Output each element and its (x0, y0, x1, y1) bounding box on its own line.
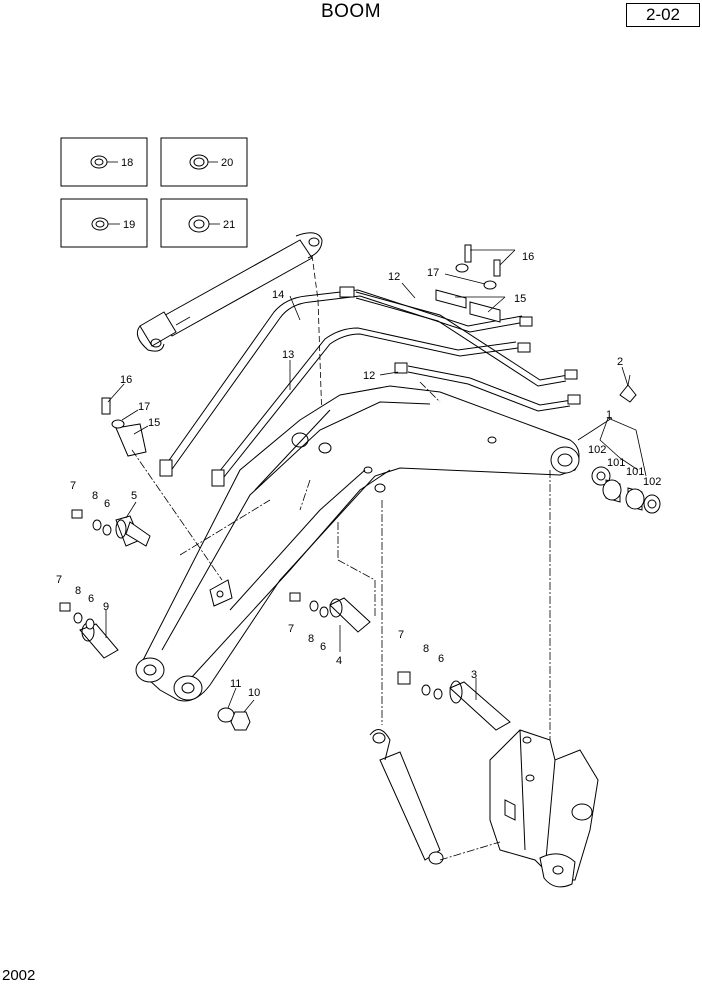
callout-10: 10 (248, 687, 260, 699)
pin-5 (115, 515, 151, 547)
swing-cylinder (369, 729, 444, 865)
callout-1: 1 (606, 409, 612, 421)
pin-9 (79, 622, 119, 659)
inset-box-21: 21 (160, 198, 248, 248)
callout-16: 16 (522, 251, 534, 263)
callout-17: 17 (138, 401, 150, 413)
callout-6: 6 (88, 593, 94, 605)
callout-15: 15 (514, 293, 526, 305)
hydraulic-pipes (159, 286, 581, 487)
callout-8: 8 (423, 643, 429, 655)
inset-box-18: 18 (60, 137, 148, 187)
bolts-washers (59, 509, 443, 731)
callout-6: 6 (438, 653, 444, 665)
pin-3 (449, 680, 511, 731)
callout-7: 7 (288, 623, 294, 635)
callout-2: 2 (617, 356, 623, 368)
callout-6: 6 (320, 641, 326, 653)
callout-19: 19 (123, 219, 135, 231)
callout-9: 9 (103, 601, 109, 613)
callout-16: 16 (120, 374, 132, 386)
callout-8: 8 (308, 633, 314, 645)
callout-7: 7 (398, 629, 404, 641)
pin-4 (329, 597, 371, 633)
callout-12: 12 (363, 370, 375, 382)
pipe-clamp-upper (435, 244, 501, 323)
guide-line (317, 299, 323, 421)
callout-101: 101 (607, 457, 625, 469)
inset-box-20: 20 (160, 137, 248, 187)
callout-12: 12 (388, 271, 400, 283)
callout-21: 21 (223, 219, 235, 231)
callout-8: 8 (75, 585, 81, 597)
guide-lines (131, 381, 551, 861)
page-number-box: 2-02 (626, 3, 700, 27)
callout-102: 102 (643, 476, 661, 488)
boom-body (135, 385, 580, 702)
callout-101: 101 (626, 466, 644, 478)
callout-102: 102 (588, 444, 606, 456)
swing-bracket (489, 729, 599, 888)
callout-7: 7 (70, 480, 76, 492)
guide-line (311, 254, 319, 301)
callout-15: 15 (148, 417, 160, 429)
bushings (591, 466, 661, 514)
callout-20: 20 (221, 157, 233, 169)
callout-5: 5 (131, 490, 137, 502)
boom-cylinder (136, 232, 323, 352)
callout-6: 6 (104, 498, 110, 510)
leader-lines (105, 249, 647, 713)
inset-box-19: 19 (60, 198, 148, 248)
callout-13: 13 (282, 349, 294, 361)
page-title: BOOM (320, 1, 382, 22)
callout-18: 18 (121, 157, 133, 169)
callout-17: 17 (427, 267, 439, 279)
callout-labels: 16 17 15 12 14 13 12 2 1 102 101 101 102… (56, 251, 661, 699)
grease-fitting (619, 374, 637, 403)
callout-8: 8 (92, 490, 98, 502)
drawing-code: 2002 (2, 967, 36, 984)
callout-3: 3 (471, 669, 477, 681)
callout-11: 11 (230, 678, 241, 690)
callout-4: 4 (336, 655, 342, 667)
callout-7: 7 (56, 574, 62, 586)
callout-14: 14 (272, 289, 284, 301)
